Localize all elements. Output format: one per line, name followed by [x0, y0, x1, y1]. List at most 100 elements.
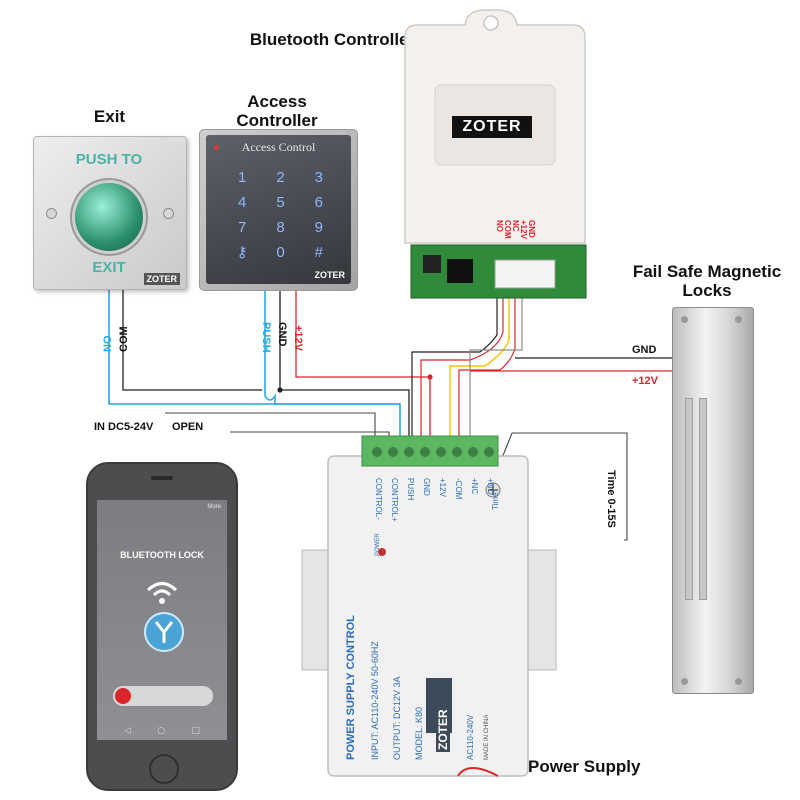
keypad-brand: ZOTER	[314, 270, 346, 280]
ps-model: MODEL: K80	[414, 706, 424, 760]
lock-channel	[685, 398, 693, 600]
keypad-key[interactable]: 4	[237, 194, 247, 211]
keypad-frame: Access Control 1 2 3 4 5 6 7 8 9 ⚷ 0 # ZOTER	[199, 129, 358, 291]
home-button[interactable]	[149, 754, 179, 784]
wire-exit-com	[122, 290, 262, 391]
ps-terminal-label: -COM	[454, 478, 463, 500]
keypad-key[interactable]: 3	[314, 169, 323, 186]
wire-keypad-push	[264, 290, 400, 405]
ps-terminal-label: CONTROL+	[390, 478, 399, 522]
exit-brand: ZOTER	[143, 273, 180, 285]
lock-icon[interactable]	[115, 688, 131, 704]
screw-icon	[681, 678, 688, 685]
wire-bt-no	[411, 293, 498, 442]
ps-brand: ZOTER	[436, 707, 450, 752]
keypad-key[interactable]: 0	[276, 244, 285, 261]
wire-label-push: PUSH	[260, 322, 272, 353]
back-icon[interactable]: ◁	[124, 726, 132, 736]
phone-app-title: BLUETOOTH LOCK	[120, 550, 204, 560]
bluetooth-lock-logo-icon	[144, 612, 184, 652]
exit-title: Exit	[93, 107, 126, 126]
wire-label-no: NO	[102, 335, 114, 353]
fail-safe-title: Fail Safe Magnetic Locks	[632, 262, 782, 300]
phone-more[interactable]: More	[207, 504, 221, 510]
keypad-key[interactable]: 6	[314, 194, 323, 211]
ps-terminal-label: +12V	[438, 478, 447, 497]
screw-icon	[735, 678, 742, 685]
phone-nav-bar: ◁ ○ □	[111, 726, 213, 736]
ps-made: MADE IN CHINA	[484, 714, 490, 760]
wire-bt-gnd	[469, 293, 523, 442]
wire-label-lock-12v: +12V	[632, 375, 658, 387]
wire-keypad-12v	[295, 290, 431, 442]
keypad-panel: Access Control 1 2 3 4 5 6 7 8 9 ⚷ 0 # ZOTER	[206, 135, 351, 284]
screw-icon	[735, 316, 742, 323]
bt-brand-badge: ZOTER	[452, 116, 532, 138]
status-led	[214, 145, 219, 150]
bt-terminal-label: COM	[503, 220, 512, 239]
keypad-key[interactable]: ⚷	[236, 244, 248, 261]
keypad-key[interactable]: 5	[276, 194, 285, 211]
ps-output: OUTPUT: DC12V 3A	[392, 676, 402, 760]
keypad-key[interactable]: 8	[276, 219, 285, 236]
keypad-key[interactable]: 9	[314, 219, 323, 236]
wire-bt-com	[420, 293, 504, 442]
junction-gnd	[277, 387, 283, 393]
keypad-heading: Access Control	[241, 140, 316, 154]
unlock-slider[interactable]	[113, 686, 213, 706]
time-knob-label: Time	[491, 492, 500, 510]
wifi-icon	[146, 582, 178, 604]
smartphone: More BLUETOOTH LOCK ◁ ○ □	[86, 462, 238, 791]
wire-exit-no	[108, 290, 401, 442]
wire-label-in-dc: IN DC5-24V	[94, 421, 154, 433]
power-supply-device	[301, 435, 557, 777]
ps-ac: AC110-240V	[466, 714, 475, 760]
wire-bt-12v	[458, 293, 516, 442]
keypad-key[interactable]: #	[314, 244, 323, 261]
exit-push-button[interactable]	[75, 183, 143, 251]
wire-label-com: COM	[118, 326, 130, 352]
wire-label-lock-gnd: GND	[632, 344, 657, 356]
bt-terminal-label: GND	[527, 220, 536, 238]
screw-icon	[163, 208, 174, 219]
ps-terminal-label: CONTROL-	[374, 478, 383, 520]
bluetooth-controller-device	[404, 9, 587, 299]
recents-icon[interactable]: □	[191, 726, 200, 736]
wire-label-time: Time 0-15S	[605, 470, 617, 528]
ps-terminal-label: PUSH	[406, 478, 415, 501]
ps-input: INPUT: AC110-240V 50-60HZ	[370, 641, 380, 760]
power-led-label: POWER	[375, 533, 381, 556]
bt-terminal-label: NC	[511, 220, 520, 232]
ps-title: POWER SUPPLY CONTROL	[345, 615, 357, 760]
lock-channel	[699, 398, 707, 600]
keypad-key[interactable]: 7	[237, 219, 247, 236]
access-controller-title: Access Controller	[236, 92, 318, 130]
ps-terminal-label: +NC	[470, 478, 479, 495]
exit-button-plate: PUSH TO EXIT ZOTER	[33, 136, 187, 290]
wire-label-12v: +12V	[292, 325, 304, 351]
keypad-key[interactable]: 2	[276, 169, 285, 186]
exit-push-to-label: PUSH TO	[75, 151, 143, 168]
home-icon[interactable]: ○	[157, 726, 166, 736]
wire-bt-nc	[449, 293, 510, 442]
time-bracket	[512, 432, 628, 541]
bluetooth-controller-title: Bluetooth Controller	[249, 30, 416, 49]
magnetic-lock	[672, 307, 754, 694]
wire-label-gnd: GND	[276, 322, 288, 347]
wire-label-open: OPEN	[172, 421, 204, 433]
power-supply-title: Power Supply	[528, 757, 641, 776]
keypad-grid: 1 2 3 4 5 6 7 8 9 ⚷ 0 #	[223, 165, 338, 265]
keypad-key[interactable]: 1	[237, 169, 247, 186]
speaker-icon	[151, 476, 173, 480]
screw-icon	[46, 208, 57, 219]
junction-12v	[427, 374, 433, 380]
screw-icon	[681, 316, 688, 323]
bt-terminal-label: +12V	[519, 220, 528, 239]
bt-terminal-label: NO	[495, 220, 504, 232]
exit-label: EXIT	[92, 259, 126, 276]
wire-keypad-gnd	[279, 290, 410, 442]
ps-terminal-label: GND	[422, 478, 431, 496]
